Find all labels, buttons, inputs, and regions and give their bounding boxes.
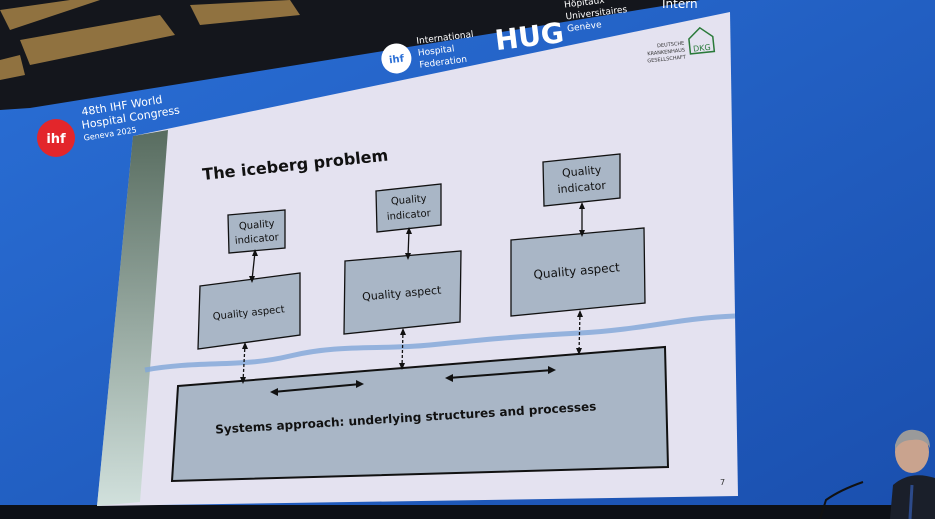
arrow-indicator-aspect-1 <box>251 251 256 281</box>
dashed-arrow-1 <box>242 343 246 383</box>
arrowheads <box>240 202 585 396</box>
dkg-line1: DEUTSCHE <box>657 41 685 50</box>
indicator-label-1a: Quality <box>239 218 276 232</box>
indicator-label-2b: indicator <box>386 208 432 223</box>
quality-indicator-box-3 <box>542 153 621 207</box>
hug-line3: Genève <box>566 19 602 34</box>
connectors <box>242 205 583 393</box>
ihf-line2: Hospital <box>417 44 455 58</box>
indicator-label-1b: indicator <box>234 232 280 247</box>
quality-aspect-box-3 <box>510 227 646 317</box>
quality-indicator-box-1 <box>227 209 286 254</box>
horizontal-arrow-1 <box>272 383 362 393</box>
dkg-logo-text: DKG <box>693 43 711 54</box>
speaker <box>890 429 935 519</box>
dkg-line3: GESELLSCHAFT <box>647 54 687 64</box>
ihf-congress-logo <box>37 119 75 157</box>
dkg-house-icon <box>688 26 716 55</box>
horizontal-arrow-2 <box>447 369 554 379</box>
ceiling-lights <box>0 0 300 80</box>
dkg-logo: DEUTSCHE KRANKENHAUS GESELLSCHAFT DKG <box>647 26 716 64</box>
ihf-logo-circle <box>381 43 412 74</box>
indicator-label-3a: Quality <box>562 163 603 179</box>
ihf-logo-text: ihf <box>46 132 66 147</box>
indicator-label-3b: indicator <box>557 179 607 196</box>
systems-approach-box <box>170 345 670 483</box>
quality-aspect-box-2 <box>343 250 462 335</box>
hug-line1: Hôpitaux <box>564 0 606 11</box>
slide-page-number: 7 <box>720 478 725 487</box>
water-line <box>144 313 736 373</box>
sponsor-partial-text: Intern <box>662 0 698 11</box>
quality-aspect-box-1 <box>197 272 301 350</box>
slide-side-bar <box>97 130 168 506</box>
dashed-arrow-2 <box>401 329 404 369</box>
microphone <box>819 481 864 519</box>
arrow-indicator-aspect-2 <box>407 229 410 258</box>
indicator-label-2a: Quality <box>391 193 428 207</box>
ihf-logo-text: ihf <box>389 54 406 67</box>
quality-indicator-box-2 <box>375 183 442 233</box>
dkg-line2: KRANKENHAUS <box>647 47 685 57</box>
dashed-arrow-3 <box>578 311 581 354</box>
